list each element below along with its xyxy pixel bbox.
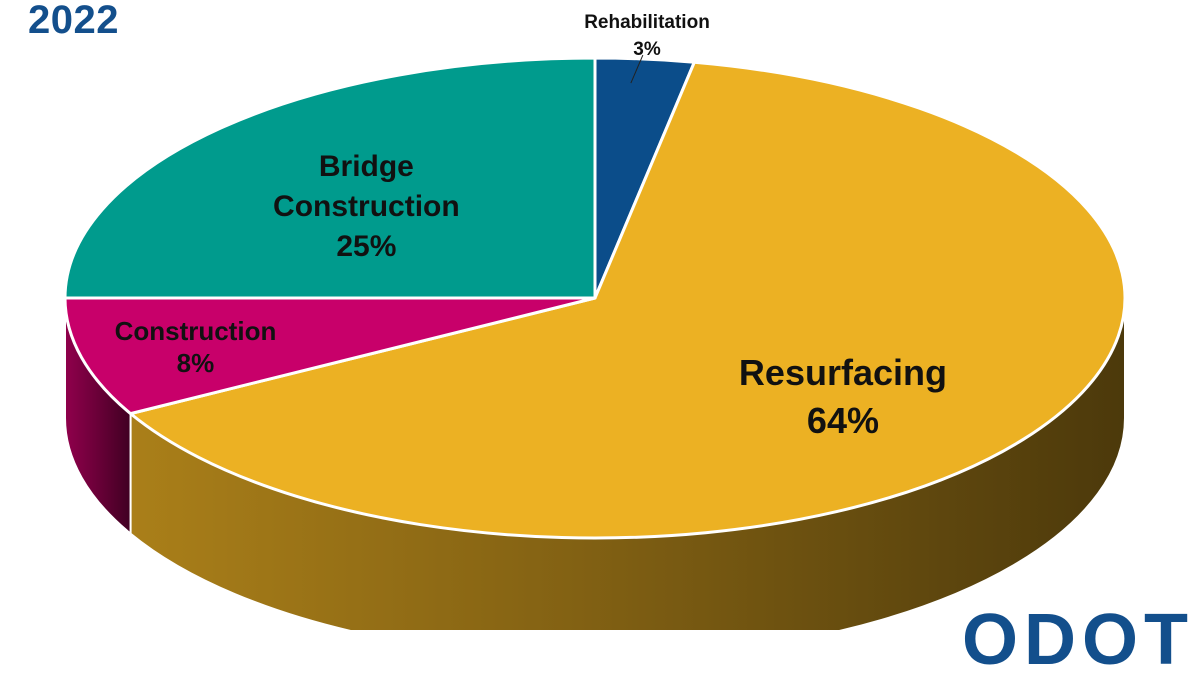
pie-slice-resurfacing [129, 60, 1127, 540]
slice-name-label: Resurfacing [739, 352, 947, 393]
pie-leader-line [630, 54, 644, 84]
pie-chart: Rehabilitation 3% Resurfacing 64% Constructi… [63, 12, 1127, 630]
slice-name-label: Bridge [319, 150, 414, 183]
slice-name-label: Rehabilitation [584, 12, 710, 33]
pie-slice-construction [63, 296, 597, 416]
slice-name-label: Construction [115, 316, 277, 346]
chart-year-heading: 2022 [28, 0, 119, 42]
pie-slice-bridge-construction [63, 56, 597, 300]
slice-name-label: Construction [273, 190, 460, 223]
pie-chart-svg: Rehabilitation 3% Resurfacing 64% Constructi… [63, 12, 1127, 630]
slice-percent-label: 3% [633, 39, 661, 60]
odot-logo: ODOT [962, 600, 1194, 680]
slice-percent-label: 64% [807, 400, 879, 441]
slice-percent-label: 8% [177, 348, 215, 378]
slice-percent-label: 25% [336, 230, 396, 263]
